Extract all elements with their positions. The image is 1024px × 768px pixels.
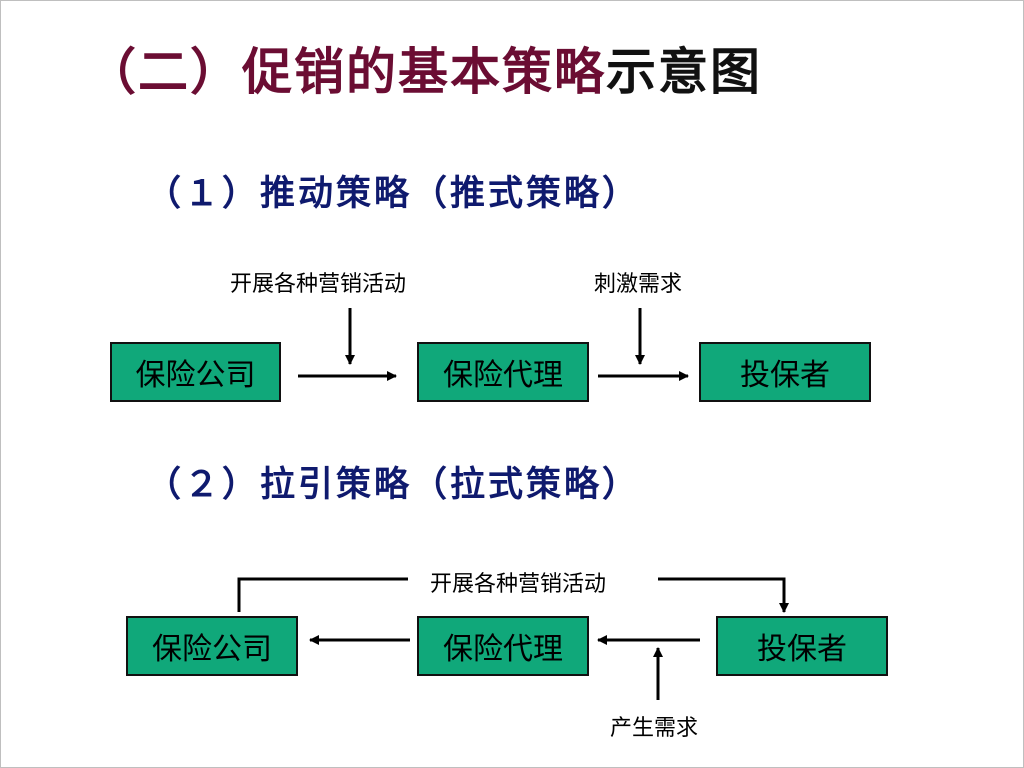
title-main: （二）促销的基本策略 [86,43,606,101]
pull-box-agent: 保险代理 [417,616,589,676]
slide-title: （二）促销的基本策略示意图 [86,32,762,104]
pull-box-company: 保险公司 [126,616,298,676]
pull-activities-arrow [658,577,789,613]
pull-heading: （２）拉引策略（拉式策略） [146,465,641,505]
pull-activities-connector [237,577,408,612]
push-heading: （１）推动策略（推式策略） [146,174,641,214]
pull-label-activities: 开展各种营销活动 [430,572,607,597]
push-box-insured: 投保者 [699,342,871,402]
push-box-company: 保险公司 [110,342,281,402]
title-suffix: 示意图 [606,43,762,101]
push-box-agent: 保险代理 [417,342,589,402]
push-label-activities: 开展各种营销活动 [230,272,407,297]
pull-box-insured: 投保者 [716,616,888,676]
pull-label-demand: 产生需求 [610,716,699,741]
push-label-stimulate: 刺激需求 [594,272,683,297]
